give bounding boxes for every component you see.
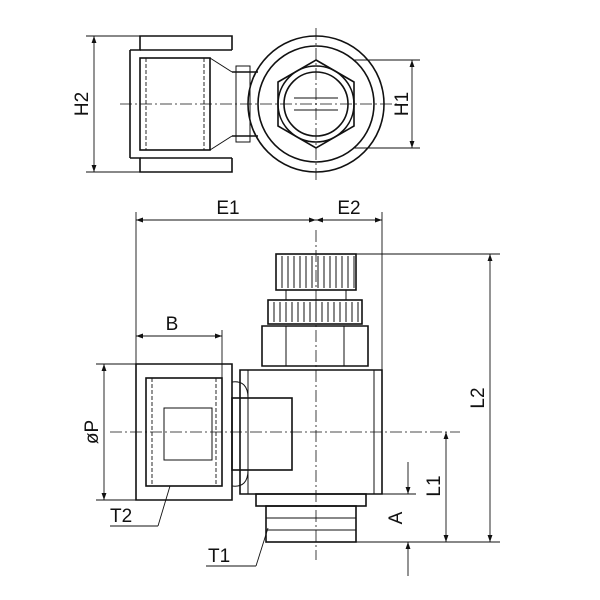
- front-view: [96, 212, 500, 576]
- label-e1: E1: [216, 198, 239, 219]
- label-h1: H1: [392, 92, 413, 116]
- label-l2: L2: [468, 387, 489, 408]
- label-b: B: [166, 314, 179, 335]
- label-e2: E2: [337, 198, 360, 219]
- label-h2: H2: [72, 92, 93, 116]
- top-view: [86, 28, 420, 180]
- label-l1: L1: [424, 475, 445, 496]
- label-phi-p: øP: [82, 420, 103, 444]
- label-t2: T2: [110, 506, 132, 527]
- label-t1: T1: [208, 546, 230, 567]
- label-a: A: [386, 511, 407, 524]
